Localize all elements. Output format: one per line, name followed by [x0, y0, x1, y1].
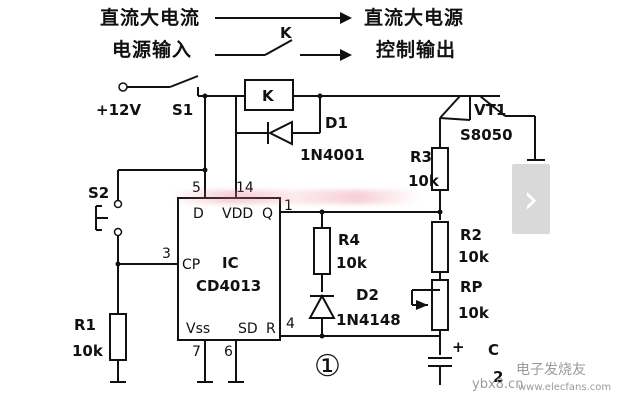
diode-d1: [267, 120, 293, 146]
watermark-site: ybx8.cn: [472, 377, 523, 392]
ic-pin-vdd: VDD: [222, 206, 253, 222]
s2-label: S2: [88, 184, 109, 202]
potentiometer-rp: [431, 279, 449, 331]
d2-part: 1N4148: [336, 311, 401, 329]
cap-plus: +: [452, 338, 465, 356]
switch-s1: [169, 75, 199, 88]
resistor-r4: [313, 227, 331, 275]
r2-name: R2: [460, 226, 482, 244]
r3-value: 10k: [408, 172, 440, 190]
ic-pin-3: 3: [162, 246, 171, 262]
r1-value: 10k: [72, 342, 104, 360]
d1-name: D1: [325, 114, 348, 132]
ic-pin-5: 5: [192, 180, 201, 196]
supply-terminal: [118, 82, 128, 92]
ic-pin-sd: SD: [238, 321, 258, 337]
resistor-r1: [109, 313, 127, 361]
ic-cd4013: [177, 197, 281, 341]
highlight-smudge: [170, 190, 420, 204]
chevron-right-icon: ›: [523, 177, 539, 221]
ic-pin-14: 14: [236, 180, 254, 196]
ic-pin-cp: CP: [182, 257, 200, 273]
ic-pin-1: 1: [284, 198, 293, 214]
header-input-line1: 直流大电流: [100, 6, 200, 29]
d1-part: 1N4001: [300, 146, 365, 164]
resistor-r2: [431, 221, 449, 273]
ic-pin-d: D: [193, 206, 204, 222]
watermark-cn: 电子发烧友: [516, 362, 586, 378]
r2-value: 10k: [458, 248, 490, 266]
arrow-icon: [215, 12, 352, 24]
ic-pin-7: 7: [192, 344, 201, 360]
rp-name: RP: [460, 278, 483, 296]
cap-value: 2: [493, 368, 503, 386]
header-output-line1: 直流大电源: [364, 6, 464, 29]
r1-name: R1: [74, 316, 96, 334]
r3-name: R3: [410, 148, 432, 166]
diode-d2: [308, 293, 336, 319]
supply-label: +12V: [96, 101, 141, 119]
vt1-part: S8050: [460, 126, 513, 144]
header-relay-label: K: [280, 24, 293, 42]
relay-label: K: [262, 87, 275, 105]
vt1-name: VT1: [474, 101, 506, 119]
ic-pin-4: 4: [286, 316, 295, 332]
watermark-url: www.elecfans.com: [518, 382, 611, 393]
header-output-line2: 控制输出: [376, 38, 456, 61]
next-slide-button[interactable]: ›: [512, 164, 550, 234]
figure-number: ①: [314, 349, 341, 384]
header-input-line2: 电源输入: [112, 38, 192, 61]
ic-pin-6: 6: [224, 344, 233, 360]
ic-name: IC: [222, 254, 239, 272]
ic-pin-q: Q: [262, 206, 273, 222]
ic-pin-r: R: [266, 321, 276, 337]
ic-part: CD4013: [196, 277, 261, 295]
r4-value: 10k: [336, 254, 368, 272]
s1-label: S1: [172, 101, 193, 119]
r4-name: R4: [338, 231, 360, 249]
d2-name: D2: [356, 286, 379, 304]
arrow-icon: [215, 39, 352, 61]
rp-value: 10k: [458, 304, 490, 322]
ic-pin-vss: Vss: [186, 321, 210, 337]
cap-name: C: [488, 341, 499, 359]
